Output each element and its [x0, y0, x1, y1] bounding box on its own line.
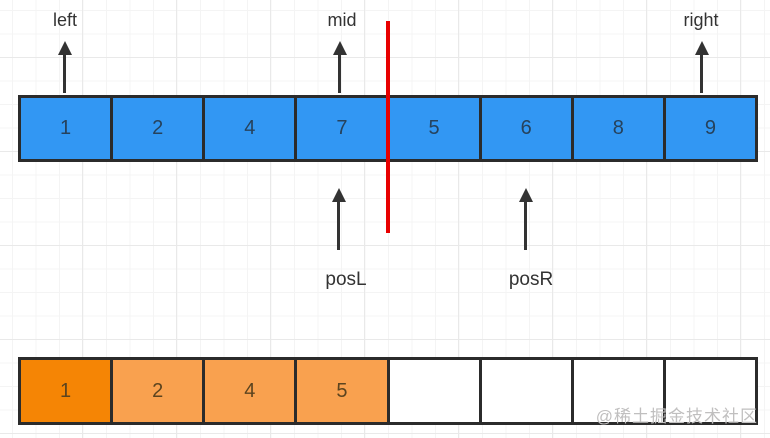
- posr-pointer-label: posR: [508, 269, 554, 290]
- array-cell: 6: [478, 98, 571, 159]
- mid-divider-line: [386, 21, 390, 233]
- arrow-stem: [336, 202, 341, 250]
- arrow-head: [694, 41, 709, 55]
- array-cell: 2: [110, 98, 203, 159]
- left-pointer-label: left: [52, 10, 78, 30]
- array-cell: [570, 360, 663, 422]
- arrow-stem: [62, 55, 67, 93]
- array-cell: 4: [202, 98, 295, 159]
- array-cell: [662, 360, 755, 422]
- array-cell: 1: [21, 98, 111, 159]
- posl-pointer-label: posL: [325, 269, 367, 290]
- array-cell: [478, 360, 571, 422]
- array-cell: 8: [570, 98, 663, 159]
- arrow-head: [331, 188, 346, 202]
- array-cell: 7: [294, 98, 387, 159]
- array-cell: [386, 360, 479, 422]
- result-array: 1 2 4 5: [18, 357, 758, 425]
- arrow-head: [332, 41, 347, 55]
- arrow-stem: [523, 202, 528, 250]
- arrow-stem: [337, 55, 342, 93]
- posl-arrow-icon: [331, 188, 346, 250]
- mid-pointer-label: mid: [327, 10, 357, 30]
- array-cell: 4: [202, 360, 295, 422]
- right-arrow-icon: [694, 41, 709, 93]
- mid-arrow-icon: [332, 41, 347, 93]
- arrow-head: [57, 41, 72, 55]
- left-arrow-icon: [57, 41, 72, 93]
- arrow-stem: [699, 55, 704, 93]
- array-cell: 2: [110, 360, 203, 422]
- array-cell: 1: [21, 360, 111, 422]
- array-cell: 9: [662, 98, 755, 159]
- array-cell: 5: [386, 98, 479, 159]
- posr-arrow-icon: [518, 188, 533, 250]
- right-pointer-label: right: [683, 10, 719, 30]
- watermark-text: @稀土掘金技术社区: [595, 407, 758, 426]
- array-cell: 5: [294, 360, 387, 422]
- arrow-head: [518, 188, 533, 202]
